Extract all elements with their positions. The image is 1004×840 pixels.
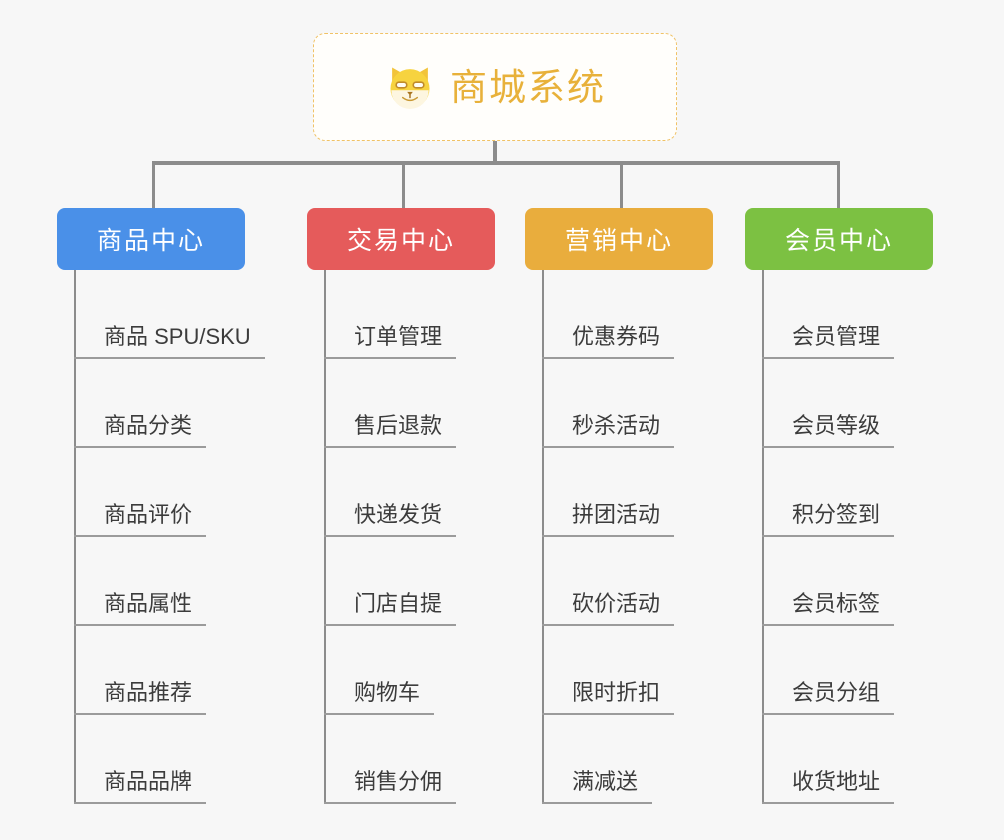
category-label: 商品中心: [96, 227, 205, 255]
connector-drop-2: [402, 161, 405, 209]
leaf-item-label: 积分签到: [762, 502, 895, 537]
leaf-item-label: 门店自提: [324, 591, 457, 626]
branch-column-member-center: 会员中心 会员管理 会员等级 积分签到 会员标签 会员分组 收货地址: [745, 208, 933, 804]
branch-spine: [762, 270, 764, 804]
root-node-label: 商城系统: [450, 66, 606, 108]
connector-drop-4: [837, 161, 840, 209]
leaf-item[interactable]: 会员等级: [762, 359, 895, 448]
leaf-item-label: 商品 SPU/SKU: [74, 324, 265, 359]
branch-leaf-list: 商品 SPU/SKU 商品分类 商品评价 商品属性 商品推荐 商品品牌: [74, 270, 265, 804]
connector-root-stem: [493, 141, 497, 164]
leaf-item-label: 限时折扣: [542, 680, 675, 715]
root-node-mall-system[interactable]: 商城系统: [313, 33, 677, 141]
leaf-item[interactable]: 商品 SPU/SKU: [74, 270, 265, 359]
leaf-item-label: 商品评价: [74, 502, 207, 537]
leaf-item[interactable]: 订单管理: [324, 270, 457, 359]
leaf-item[interactable]: 会员分组: [762, 626, 895, 715]
branch-leaf-list: 订单管理 售后退款 快递发货 门店自提 购物车 销售分佣: [324, 270, 457, 804]
leaf-item[interactable]: 秒杀活动: [542, 359, 675, 448]
branch-spine: [74, 270, 76, 804]
leaf-item[interactable]: 会员管理: [762, 270, 895, 359]
leaf-item-label: 商品分类: [74, 413, 207, 448]
branch-column-trade-center: 交易中心 订单管理 售后退款 快递发货 门店自提 购物车 销售分佣: [307, 208, 495, 804]
branch-spine: [324, 270, 326, 804]
leaf-item-label: 购物车: [324, 680, 435, 715]
branch-leaf-list: 优惠券码 秒杀活动 拼团活动 砍价活动 限时折扣 满减送: [542, 270, 675, 804]
leaf-item[interactable]: 销售分佣: [324, 715, 457, 804]
branch-leaf-list: 会员管理 会员等级 积分签到 会员标签 会员分组 收货地址: [762, 270, 895, 804]
leaf-item[interactable]: 商品评价: [74, 448, 265, 537]
leaf-item[interactable]: 收货地址: [762, 715, 895, 804]
leaf-item[interactable]: 快递发货: [324, 448, 457, 537]
leaf-item[interactable]: 优惠券码: [542, 270, 675, 359]
branch-column-product-center: 商品中心 商品 SPU/SKU 商品分类 商品评价 商品属性 商品推荐 商品品牌: [57, 208, 265, 804]
leaf-item-label: 商品品牌: [74, 769, 207, 804]
leaf-item-label: 商品推荐: [74, 680, 207, 715]
category-label: 会员中心: [784, 227, 893, 255]
leaf-item[interactable]: 购物车: [324, 626, 456, 715]
leaf-item-label: 售后退款: [324, 413, 457, 448]
leaf-item-label: 拼团活动: [542, 502, 675, 537]
leaf-item-label: 会员管理: [762, 324, 895, 359]
leaf-item[interactable]: 砍价活动: [542, 537, 675, 626]
leaf-item[interactable]: 商品品牌: [74, 715, 265, 804]
leaf-item-label: 会员标签: [762, 591, 895, 626]
leaf-item[interactable]: 售后退款: [324, 359, 457, 448]
leaf-item-label: 快递发货: [324, 502, 457, 537]
category-header-member-center[interactable]: 会员中心: [745, 208, 933, 270]
leaf-item[interactable]: 商品推荐: [74, 626, 265, 715]
leaf-item-label: 销售分佣: [324, 769, 457, 804]
connector-drop-1: [152, 161, 155, 209]
leaf-item[interactable]: 限时折扣: [542, 626, 675, 715]
category-header-marketing-center[interactable]: 营销中心: [525, 208, 713, 270]
category-label: 营销中心: [564, 227, 673, 255]
connector-horizontal-bus: [152, 161, 840, 165]
leaf-item[interactable]: 门店自提: [324, 537, 457, 626]
category-header-product-center[interactable]: 商品中心: [57, 208, 245, 270]
leaf-item-label: 会员等级: [762, 413, 895, 448]
leaf-item-label: 订单管理: [324, 324, 457, 359]
leaf-item[interactable]: 积分签到: [762, 448, 895, 537]
category-header-trade-center[interactable]: 交易中心: [307, 208, 495, 270]
shiba-dog-icon: [390, 67, 430, 109]
leaf-item[interactable]: 会员标签: [762, 537, 895, 626]
leaf-item-label: 收货地址: [762, 769, 895, 804]
leaf-item-label: 砍价活动: [542, 591, 675, 626]
branch-column-marketing-center: 营销中心 优惠券码 秒杀活动 拼团活动 砍价活动 限时折扣 满减送: [525, 208, 713, 804]
leaf-item[interactable]: 满减送: [542, 715, 674, 804]
leaf-item-label: 商品属性: [74, 591, 207, 626]
leaf-item-label: 秒杀活动: [542, 413, 675, 448]
leaf-item[interactable]: 拼团活动: [542, 448, 675, 537]
branch-spine: [542, 270, 544, 804]
leaf-item-label: 会员分组: [762, 680, 895, 715]
connector-drop-3: [620, 161, 623, 209]
leaf-item-label: 满减送: [542, 769, 653, 804]
category-label: 交易中心: [346, 227, 455, 255]
leaf-item-label: 优惠券码: [542, 324, 675, 359]
leaf-item[interactable]: 商品属性: [74, 537, 265, 626]
leaf-item[interactable]: 商品分类: [74, 359, 265, 448]
